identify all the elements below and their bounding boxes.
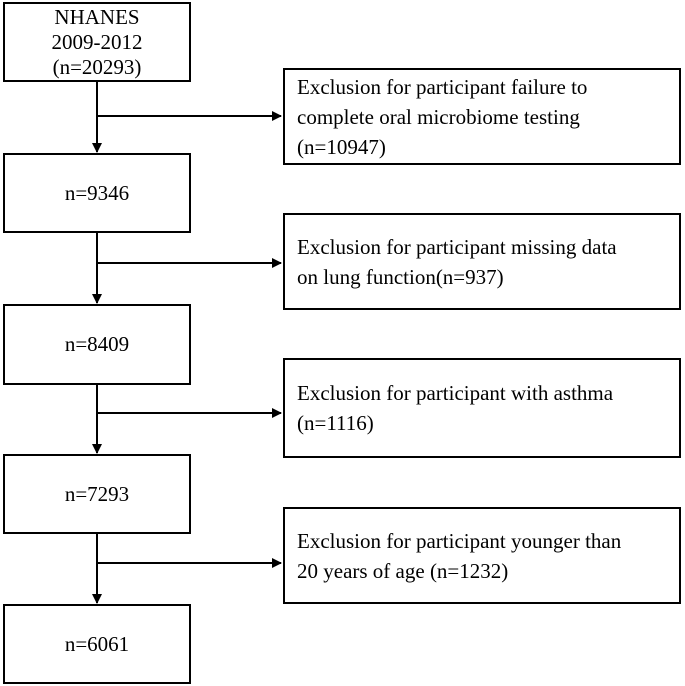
cohort-box-step-4: n=7293 — [3, 454, 191, 534]
exclusion-box-lung-function: Exclusion for participant missing data o… — [283, 213, 681, 310]
cohort-box-line: NHANES — [54, 4, 140, 29]
exclusion-box-age: Exclusion for participant younger than 2… — [283, 507, 681, 604]
cohort-box-step-3: n=8409 — [3, 304, 191, 385]
cohort-box-line: (n=20293) — [52, 54, 142, 79]
cohort-box-line: n=9346 — [64, 180, 130, 205]
exclusion-box-line: (n=1116) — [297, 411, 374, 435]
cohort-box-line: n=8409 — [64, 332, 130, 356]
exclusion-box-line: Exclusion for participant missing data — [297, 234, 617, 259]
exclusion-box-oral-microbiome: Exclusion for participant failure to com… — [283, 68, 681, 165]
cohort-box-line: n=7293 — [64, 481, 130, 506]
cohort-box-final: n=6061 — [3, 604, 191, 684]
exclusion-box-line: (n=10947) — [297, 134, 386, 159]
cohort-box-line: 2009-2012 — [51, 29, 143, 54]
cohort-box-nhanes: NHANES 2009-2012 (n=20293) — [3, 2, 191, 82]
exclusion-box-line: on lung function(n=937) — [297, 264, 504, 289]
exclusion-box-line: Exclusion for participant with asthma — [297, 381, 614, 405]
exclusion-box-line: 20 years of age (n=1232) — [297, 558, 509, 583]
cohort-box-step-2: n=9346 — [3, 153, 191, 233]
cohort-box-line: n=6061 — [64, 631, 130, 656]
exclusion-box-line: Exclusion for participant failure to — [297, 74, 588, 99]
exclusion-box-line: Exclusion for participant younger than — [297, 528, 622, 553]
exclusion-box-asthma: Exclusion for participant with asthma (n… — [283, 358, 681, 458]
exclusion-box-line: complete oral microbiome testing — [297, 104, 580, 129]
